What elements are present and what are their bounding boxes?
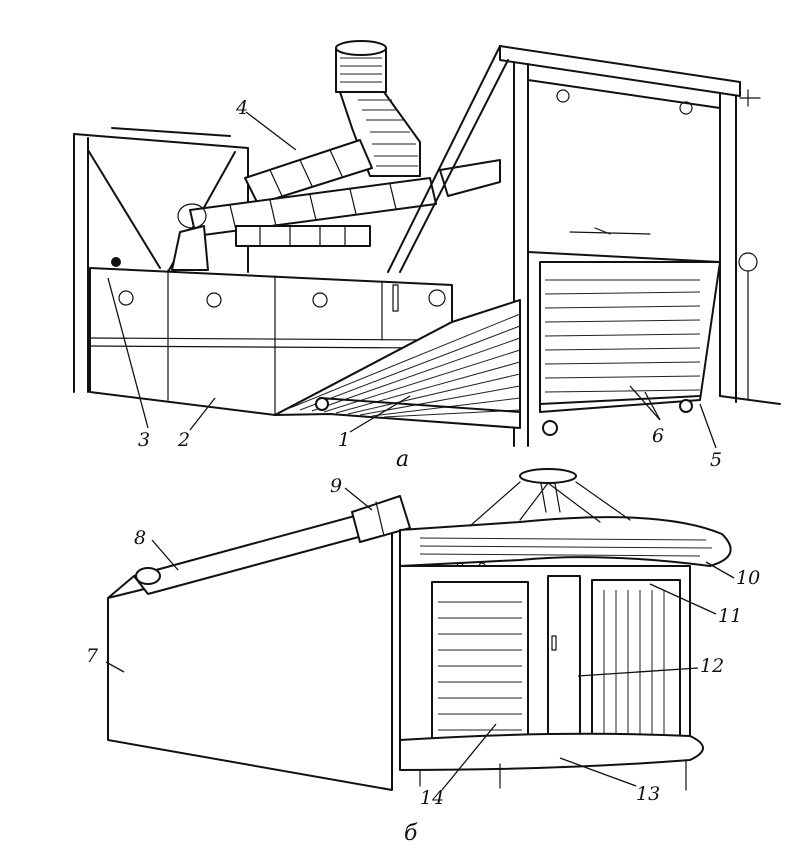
leader-12 [577,667,699,677]
rotor-top [399,468,732,570]
leader-14 [441,723,497,791]
label-7: 7 [86,645,99,667]
leader-11 [649,583,717,615]
air-duct-system [171,40,501,271]
leader-9 [344,487,373,511]
label-8: 8 [134,527,146,549]
leader-3 [107,277,149,429]
label-9: 9 [330,475,342,497]
leader-5 [699,403,717,449]
leader-4 [245,111,297,151]
leader-6a [629,385,661,421]
label-4: 4 [235,97,248,119]
drawing-a: 1 2 3 4 5 6 а [73,40,781,472]
leader-13 [559,757,637,787]
label-6: 6 [652,425,664,447]
caption-b: б [404,821,418,846]
chamber-housing [73,127,453,416]
rotor-drum [399,565,704,791]
label-14: 14 [420,787,444,809]
label-10: 10 [736,567,760,589]
dryer-housing [107,495,411,791]
drawing-b: 7 8 9 10 11 12 13 14 б [86,468,760,846]
caption-a: а [396,447,409,472]
leader-8 [151,539,179,571]
leader-1 [349,395,411,433]
label-12: 12 [700,655,724,677]
trolley-stack [274,261,721,436]
leader-10 [705,561,735,579]
label-5: 5 [710,449,722,471]
loading-frame [387,45,781,447]
leader-6b [644,391,661,421]
label-2: 2 [177,429,190,451]
label-11: 11 [718,605,742,627]
label-13: 13 [636,783,660,805]
leader-7 [105,661,125,673]
label-1: 1 [338,429,350,451]
leader-2 [189,397,216,431]
label-3: 3 [138,429,150,451]
